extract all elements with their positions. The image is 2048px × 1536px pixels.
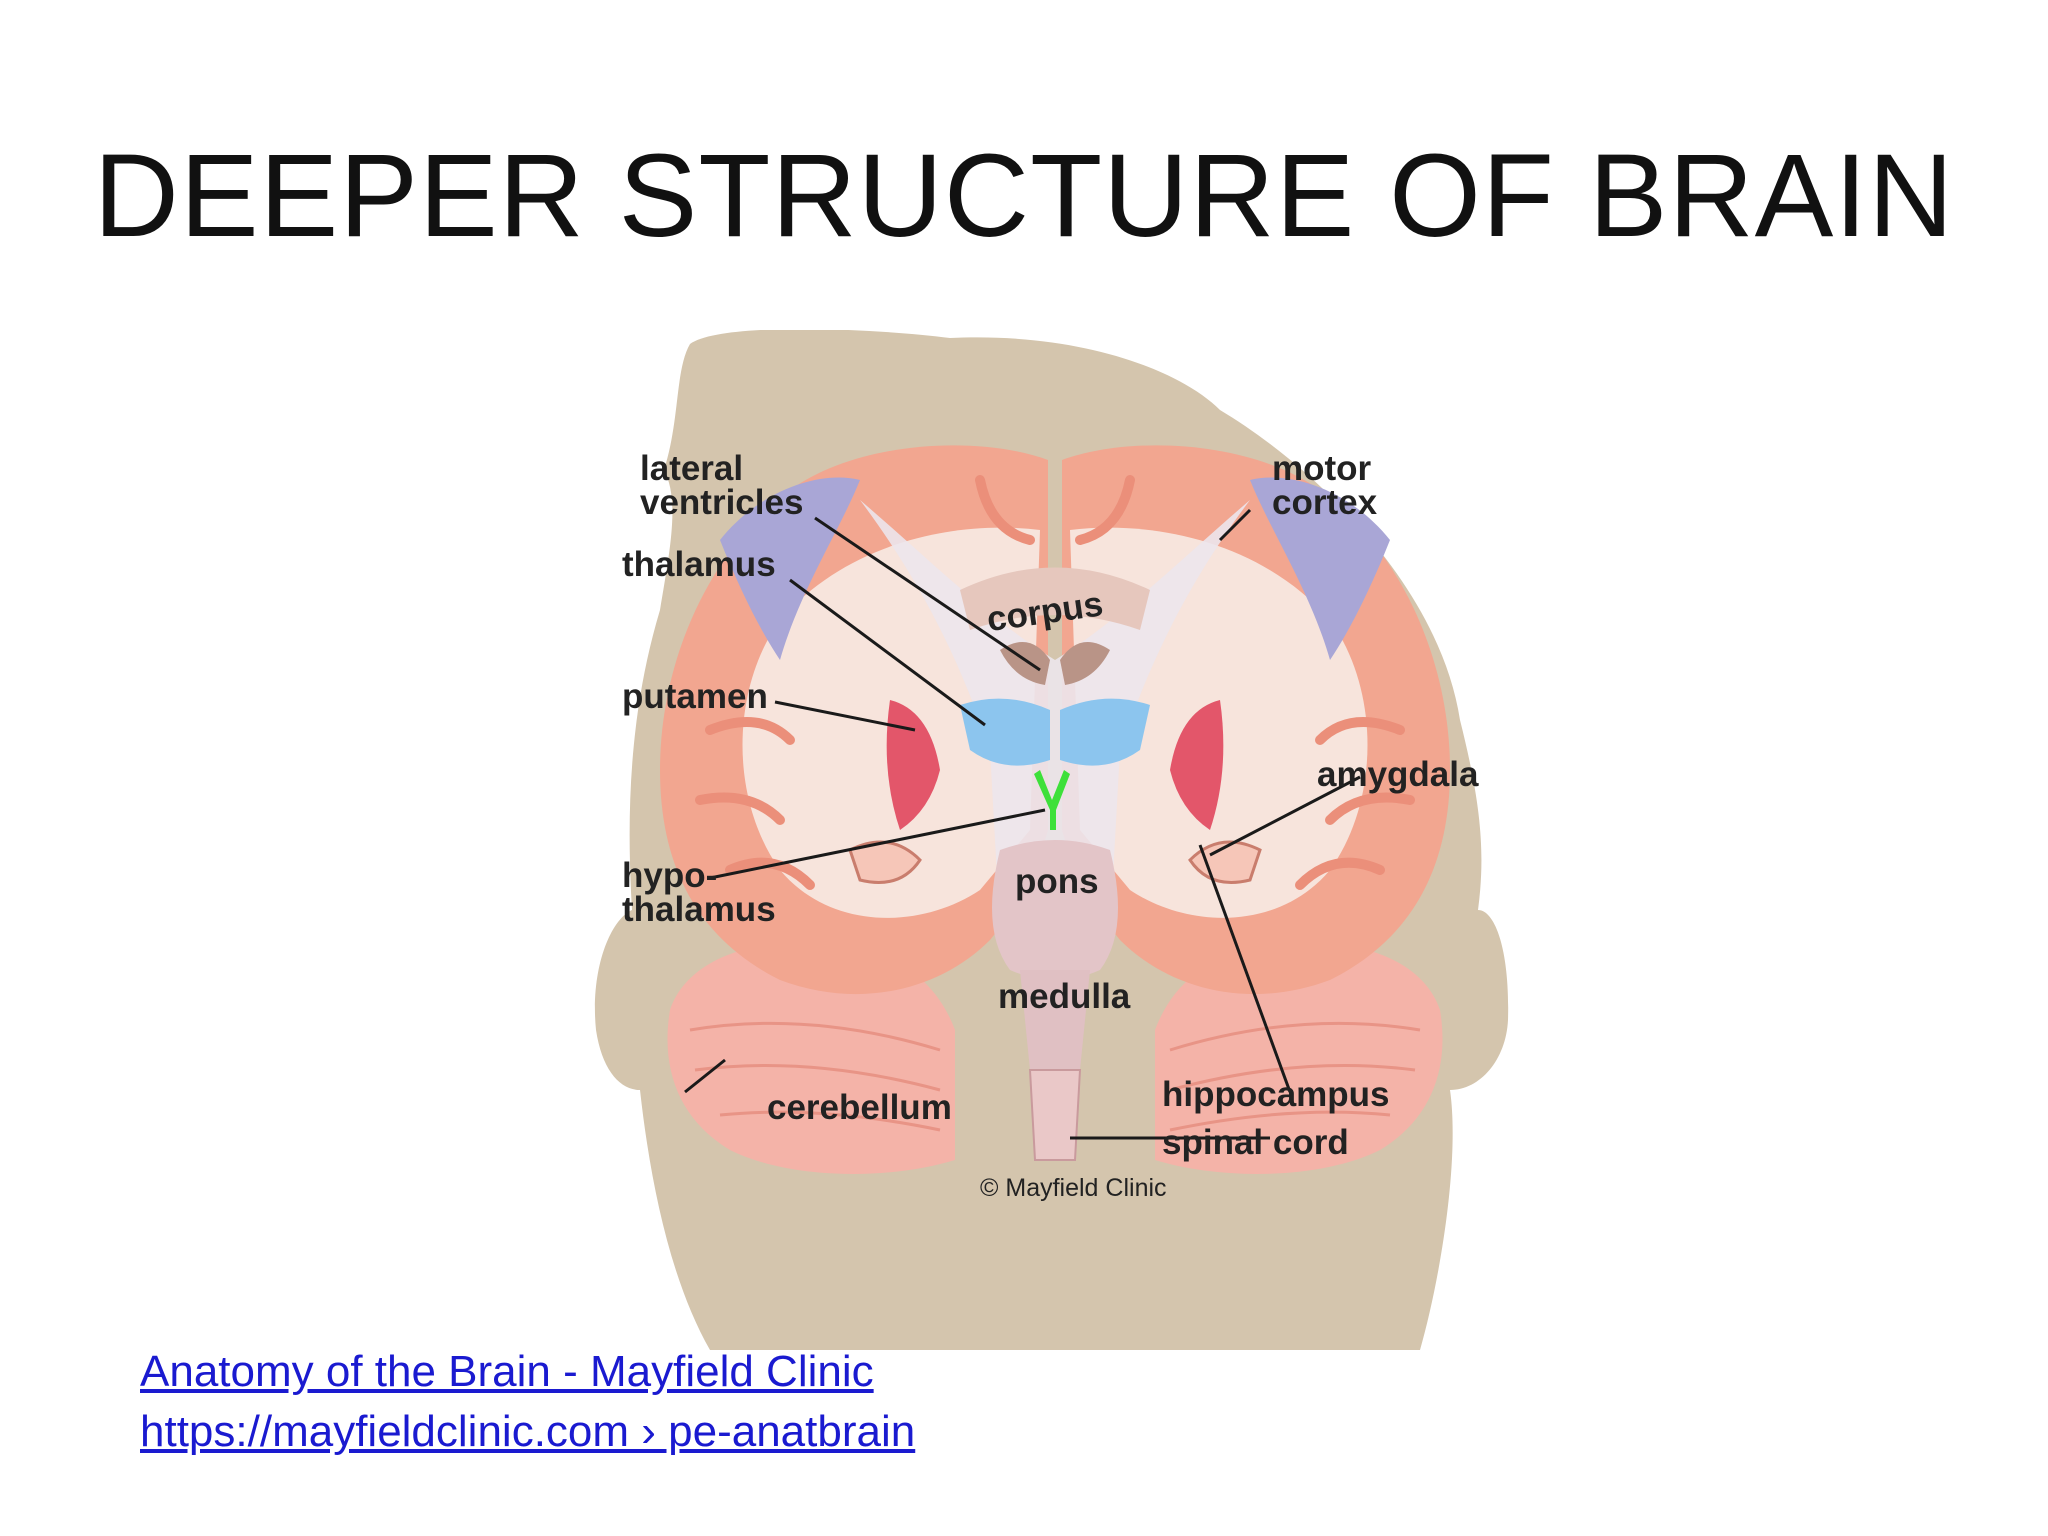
pons-shape	[992, 840, 1118, 980]
putamen-shape-left	[886, 700, 940, 830]
thalamus-shape	[960, 698, 1050, 766]
label-motor-cortex-line2: cortex	[1272, 483, 1378, 522]
lateral-ventricle-right	[1060, 642, 1110, 685]
internal-capsule	[860, 500, 1250, 930]
label-amygdala: amygdala	[1317, 755, 1479, 794]
brain-diagram: lateral ventricles motor cortex thalamus…	[560, 330, 1580, 1350]
source-link-url[interactable]: https://mayfieldclinic.com › pe-anatbrai…	[140, 1407, 916, 1456]
spinal-cord-shape	[1028, 1069, 1082, 1161]
motor-cortex-right	[1250, 477, 1390, 660]
source-link-title[interactable]: Anatomy of the Brain - Mayfield Clinic	[140, 1347, 874, 1396]
medulla-shape	[1020, 970, 1090, 1070]
diagram-credit: © Mayfield Clinic	[980, 1174, 1167, 1202]
cerebellum-shape	[667, 942, 955, 1174]
source-citation: Anatomy of the Brain - Mayfield Clinic h…	[140, 1342, 915, 1462]
hypothalamus-shape	[1034, 770, 1070, 830]
corpus-callosum	[960, 567, 1150, 630]
label-cerebellum: cerebellum	[767, 1088, 952, 1127]
label-lateral-ventricles-line1: lateral	[640, 449, 743, 488]
putamen-shape-right	[1170, 700, 1224, 830]
amygdala-left	[848, 840, 922, 884]
label-medulla: medulla	[998, 977, 1131, 1016]
label-spinal-cord: spinal cord	[1162, 1123, 1349, 1162]
label-putamen: putamen	[622, 677, 768, 716]
label-pons: pons	[1015, 862, 1099, 901]
slide-title: DEEPER STRUCTURE OF BRAIN	[93, 130, 1955, 262]
label-lateral-ventricles-line2: ventricles	[640, 483, 803, 522]
label-hypothalamus-line2: thalamus	[622, 890, 776, 929]
thalamus-shape-right	[1060, 698, 1150, 766]
label-thalamus: thalamus	[622, 545, 776, 584]
cerebellum-shape-right	[1155, 942, 1443, 1174]
label-motor-cortex-line1: motor	[1272, 449, 1372, 488]
label-hippocampus: hippocampus	[1162, 1075, 1390, 1114]
label-hypothalamus-line1: hypo-	[622, 856, 717, 895]
